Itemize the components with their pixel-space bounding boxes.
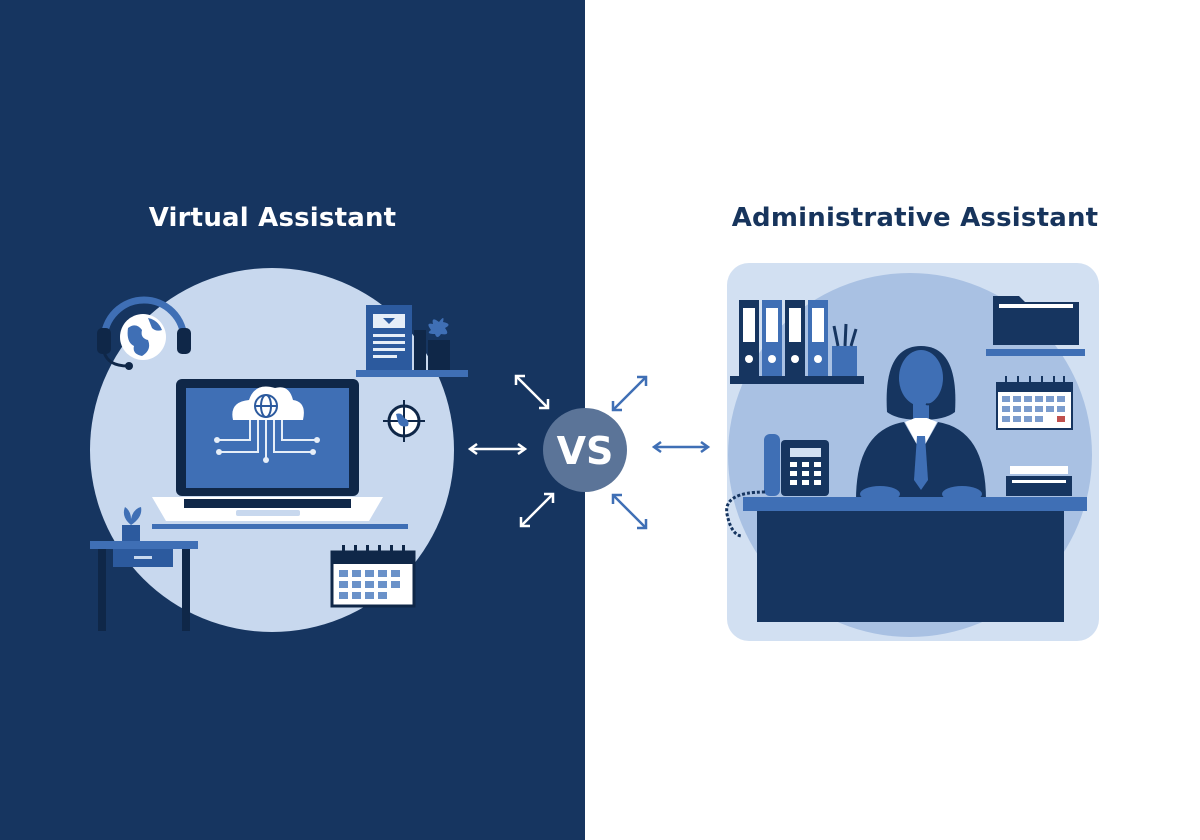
vs-label: VS [557,429,614,473]
headset-globe-icon [97,296,191,370]
binders-icon [730,300,864,384]
folder-icon [986,296,1085,356]
vs-badge [543,408,627,492]
pencil-cup-icon [832,323,858,376]
calendar-icon [330,545,416,608]
desk-plant-icon [90,507,408,631]
laptop-cloud-icon [152,379,383,521]
comparison-arrows [467,374,555,528]
virtual-assistant-title: Virtual Assistant [148,203,397,233]
compass-icon [383,400,425,442]
comparison-arrows-right [611,375,711,530]
paper-stack-icon [1006,466,1072,496]
administrative-assistant-title: Administrative Assistant [731,203,1099,233]
phone-icon [725,434,829,538]
reception-desk [743,497,1087,622]
document-shelf-icon [356,305,468,377]
wall-calendar-icon [996,376,1073,430]
